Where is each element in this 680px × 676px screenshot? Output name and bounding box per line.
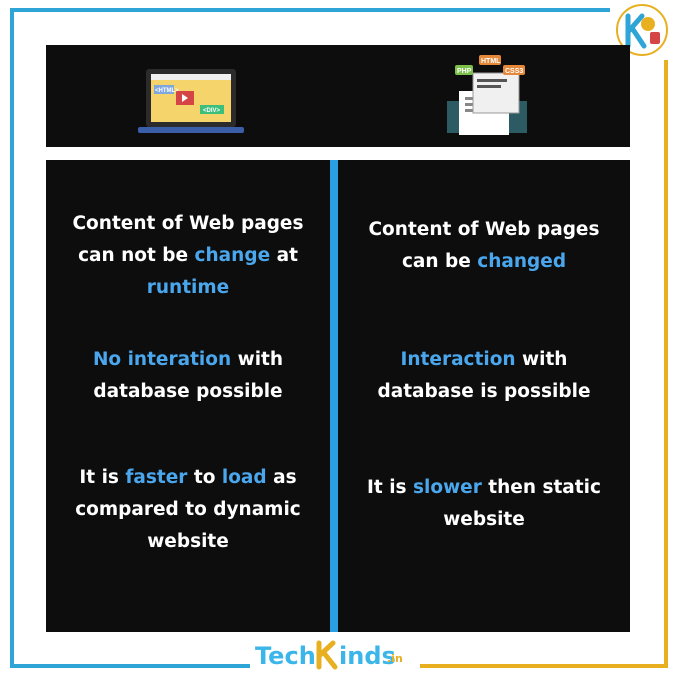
left-row-database: No interation with database possible (92, 349, 284, 402)
illustration-band: <HTML> <DIV> PHP HTML CSS3 (46, 45, 630, 147)
frame-bottom-left-border (10, 664, 250, 668)
frame-top-border (10, 8, 610, 12)
dynamic-website-illustration: PHP HTML CSS3 (447, 55, 527, 135)
corner-logo (612, 2, 672, 58)
right-row-content: Content of Web pages can be changed (368, 219, 600, 272)
brand-k-icon (316, 640, 338, 670)
html-tag-label-2: HTML (481, 58, 501, 65)
frame-left-border (10, 8, 14, 668)
frame-bottom-right-border (420, 664, 668, 668)
html-tag-label: <HTML> (155, 88, 179, 94)
php-tag-label: PHP (457, 68, 472, 75)
dynamic-website-panel: Content of Web pages can be changed Inte… (338, 160, 630, 632)
div-tag-label: <DIV> (203, 108, 221, 114)
right-row-speed: It is slower then static website (367, 477, 601, 530)
static-website-panel: Content of Web pages can not be change a… (46, 160, 330, 632)
right-row-database: Interaction with database is possible (377, 349, 591, 402)
frame-right-border (664, 60, 668, 668)
brand-logo: Tech inds .in (255, 640, 425, 674)
static-website-illustration: <HTML> <DIV> (138, 69, 244, 133)
css3-tag-label: CSS3 (505, 68, 523, 75)
left-row-speed: It is faster to load as compared to dyna… (75, 467, 301, 552)
column-divider (330, 160, 338, 632)
brand-inds-text: inds (339, 642, 396, 670)
left-row-content: Content of Web pages can not be change a… (72, 213, 304, 298)
brand-tech-text: Tech (255, 642, 316, 670)
brand-domain-suffix: .in (387, 652, 403, 665)
